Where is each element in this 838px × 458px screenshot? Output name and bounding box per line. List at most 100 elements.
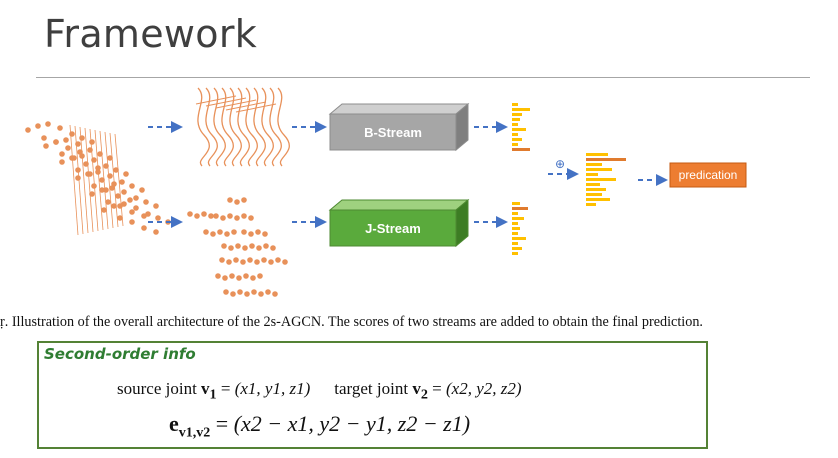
skeleton-joint xyxy=(101,207,107,213)
skeleton-joint xyxy=(89,191,95,197)
score-bar xyxy=(586,183,600,186)
bone-line xyxy=(229,87,242,167)
joint-dot xyxy=(235,243,241,249)
flow-arrows xyxy=(148,121,668,228)
joint-dot xyxy=(236,275,242,281)
joint-dot xyxy=(237,289,243,295)
score-bar xyxy=(586,203,596,206)
prediction-output: predication xyxy=(669,162,747,188)
skeleton-joint xyxy=(69,131,75,137)
skeleton-joint xyxy=(133,205,139,211)
joint-dot xyxy=(275,257,281,263)
skeleton-link xyxy=(114,133,124,227)
score-bar xyxy=(586,163,602,166)
joint-dot xyxy=(282,259,288,265)
score-bar xyxy=(512,242,518,245)
score-bar xyxy=(512,217,524,220)
joint-dot xyxy=(268,259,274,265)
skeleton-joint xyxy=(121,189,127,195)
bone-line xyxy=(225,101,267,111)
skeleton-link xyxy=(99,130,109,230)
j-stream-label: J-Stream xyxy=(365,221,421,236)
joint-dot xyxy=(213,213,219,219)
skeleton-link xyxy=(89,128,99,232)
skeleton-joint xyxy=(79,135,85,141)
skeleton-joint xyxy=(41,135,47,141)
skeleton-joint xyxy=(107,173,113,179)
skeleton-joint xyxy=(123,171,129,177)
joint-dot xyxy=(229,273,235,279)
sum-symbol: ⊕ xyxy=(555,157,565,171)
score-bar xyxy=(512,113,522,116)
score-bar xyxy=(512,118,520,121)
joint-dot xyxy=(248,231,254,237)
bone-line xyxy=(195,95,237,105)
bone-line xyxy=(269,87,282,167)
bone-line xyxy=(235,103,277,113)
score-bar xyxy=(512,108,530,111)
score-bar xyxy=(512,138,522,141)
skeleton-joint xyxy=(59,151,65,157)
joint-dot xyxy=(230,291,236,297)
skeleton-joint xyxy=(59,159,65,165)
bone-vector-equation: ev1,v2 = (x2 − x1, y2 − y1, z2 − z1) xyxy=(169,411,470,441)
skeleton-joint xyxy=(133,195,139,201)
source-joint-var: v xyxy=(201,379,210,398)
joint-dot xyxy=(255,229,261,235)
joint-dot xyxy=(234,199,240,205)
joint-dot xyxy=(223,289,229,295)
joint-dot xyxy=(244,291,250,297)
source-joint-text: source joint xyxy=(117,379,202,398)
score-bar xyxy=(586,158,626,161)
skeleton-joint xyxy=(107,155,113,161)
score-bar xyxy=(512,128,526,131)
score-bar xyxy=(512,103,518,106)
score-bar xyxy=(586,198,610,201)
skeleton-joint xyxy=(139,187,145,193)
figure-caption: ṛ. Illustration of the overall architect… xyxy=(0,314,703,330)
joint-dot xyxy=(257,273,263,279)
score-bar xyxy=(512,252,518,255)
skeleton-joint xyxy=(143,199,149,205)
joint-dot xyxy=(240,259,246,265)
skeleton-joint xyxy=(153,229,159,235)
skeleton-joint xyxy=(129,209,135,215)
skeleton-joint xyxy=(145,211,151,217)
joint-dot xyxy=(250,275,256,281)
skeleton-joint xyxy=(25,127,31,133)
skeleton-joint xyxy=(115,193,121,199)
joint-dot xyxy=(227,213,233,219)
second-order-info-box: Second-order info source joint v1 = (x1,… xyxy=(37,341,708,449)
score-bar xyxy=(512,247,522,250)
joint-dot xyxy=(263,243,269,249)
source-joint-value: (x1, y1, z1) xyxy=(234,379,311,398)
score-bar xyxy=(586,173,598,176)
skeleton-joint xyxy=(99,187,105,193)
target-joint-value: (x2, y2, z2) xyxy=(445,379,522,398)
joint-dot xyxy=(262,231,268,237)
joint-dot xyxy=(201,211,207,217)
skeleton-joint xyxy=(127,197,133,203)
target-joint-eq: = xyxy=(427,379,446,398)
joint-dot xyxy=(248,215,254,221)
joint-dot xyxy=(241,213,247,219)
bone-line xyxy=(277,87,290,167)
joint-dot xyxy=(231,229,237,235)
joint-dot xyxy=(194,213,200,219)
skeleton-joint xyxy=(153,203,159,209)
joint-dot xyxy=(251,289,257,295)
joint-dot xyxy=(234,215,240,221)
skeleton-joint xyxy=(85,171,91,177)
b-stream-scores xyxy=(512,103,530,151)
skeleton-joint xyxy=(141,225,147,231)
bone-line xyxy=(253,87,266,167)
source-joint-sub: 1 xyxy=(209,386,217,403)
joint-dot xyxy=(221,243,227,249)
skeleton-link xyxy=(94,129,104,231)
joint-dot xyxy=(217,229,223,235)
bone-vector-sub: v1,v2 xyxy=(178,425,211,441)
target-joint-var: v xyxy=(412,379,421,398)
joint-dot xyxy=(208,213,214,219)
bone-vector-eq: = xyxy=(210,411,234,436)
